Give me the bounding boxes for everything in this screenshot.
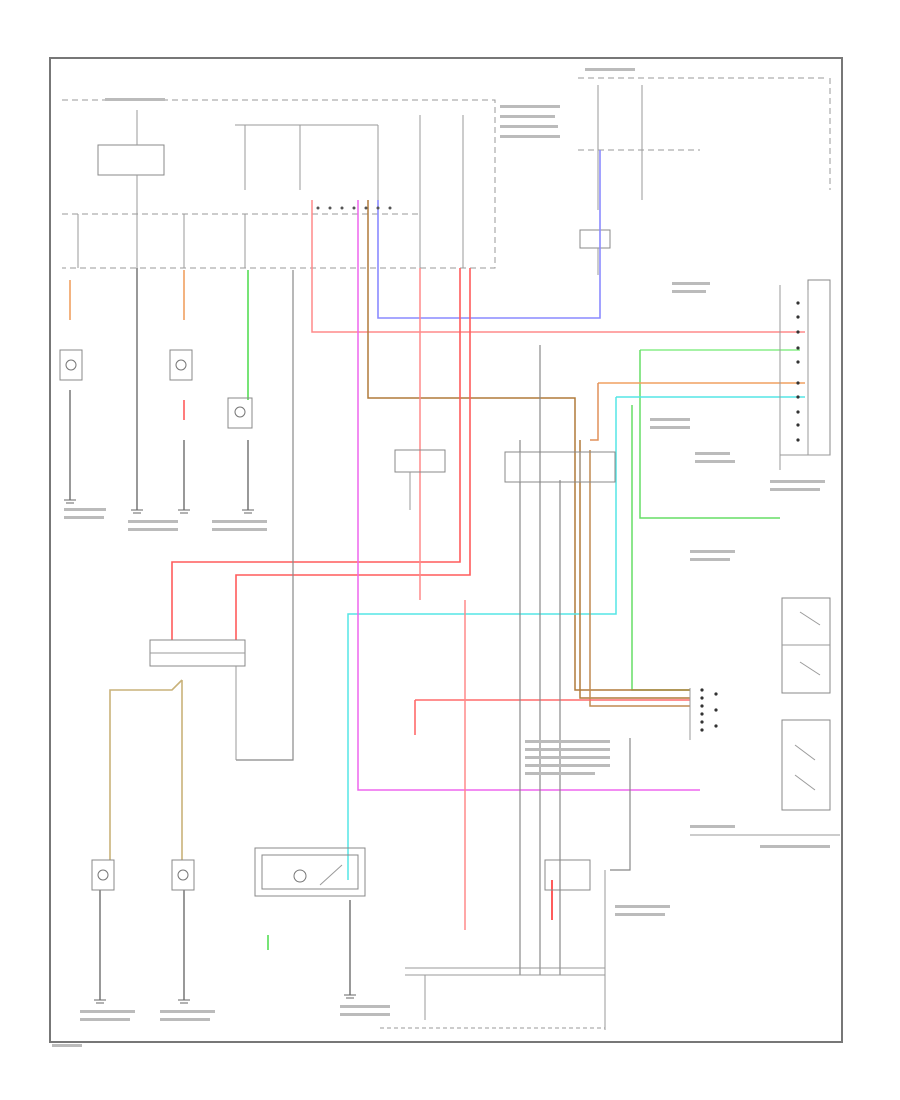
wire-orange-2 [590, 383, 599, 441]
right-front-turn-light [227, 397, 253, 429]
wire-gray-3 [236, 270, 294, 761]
wires [69, 150, 805, 1000]
wire-magenta [357, 200, 700, 791]
dash-switch [254, 847, 366, 897]
connector-stack [689, 688, 718, 740]
wire-pink-vertical [419, 268, 466, 930]
wire-black-rear [99, 890, 351, 1000]
wire-red-2 [235, 268, 471, 640]
wire-cyan [347, 396, 805, 880]
ignition-box [578, 77, 831, 275]
fuse-relay-box [62, 99, 496, 269]
right-switch-lower [690, 719, 840, 836]
wire-black-lf [69, 268, 249, 510]
right-rear-light [171, 859, 195, 891]
wire-brown-3 [589, 450, 690, 707]
right-switch-upper [781, 597, 831, 694]
connector-pins-top [316, 206, 392, 210]
hazard-switch [394, 449, 446, 510]
turn-signal-hazard-relay [149, 639, 246, 760]
lamps [59, 349, 253, 891]
left-front-turn-light [169, 349, 193, 381]
wire-green-loop [639, 350, 780, 519]
transmission-unit [380, 859, 606, 1030]
ground-symbols [64, 499, 356, 1004]
combination-switch [504, 451, 616, 483]
diagram-frame [49, 57, 843, 1043]
wire-brown-1 [367, 200, 690, 691]
left-rear-light [91, 859, 115, 891]
wire-gray-1 [519, 345, 561, 975]
wire-brown-2 [579, 440, 690, 699]
wire-gray-2 [610, 738, 631, 871]
wire-blue [377, 150, 601, 319]
wire-tan [109, 679, 183, 860]
gauge-assembly [779, 279, 831, 470]
wire-pink-main [311, 200, 805, 333]
left-front-side-marker [59, 349, 83, 381]
label-marks [52, 68, 830, 1047]
wire-red-1 [171, 268, 461, 640]
